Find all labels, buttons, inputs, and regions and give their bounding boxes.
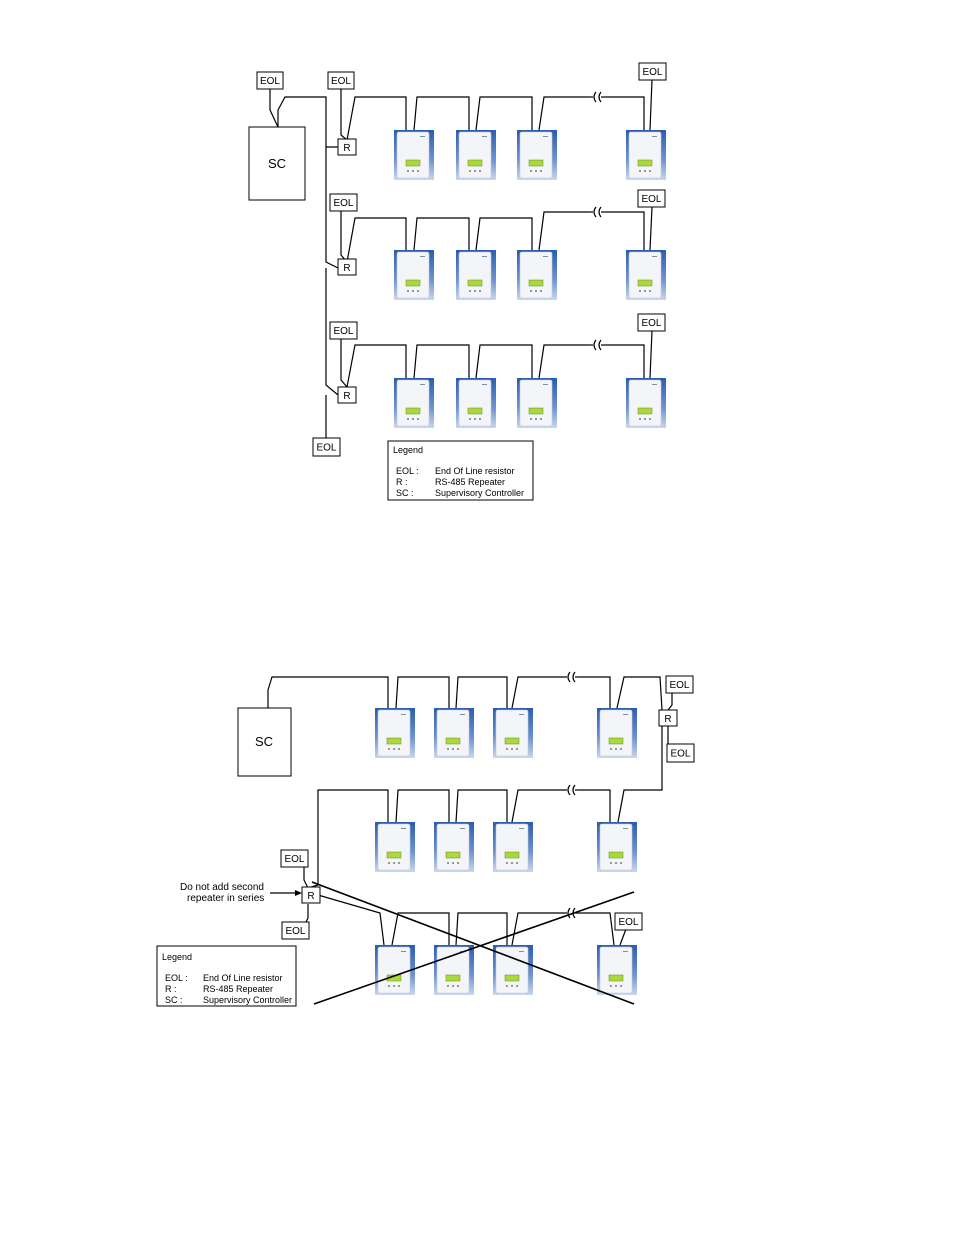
thermostat-device xyxy=(394,250,434,300)
thermostat-device xyxy=(493,822,533,872)
eol-label: EOL xyxy=(641,318,661,329)
legend2-title: Legend xyxy=(162,952,192,962)
eol-resistors: EOL EOL EOL EOL EOL EOL EOL EOL EOL EOL EOL EOL EOL xyxy=(257,63,694,939)
rs485-repeater: R xyxy=(659,710,677,726)
thermostat-device xyxy=(375,708,415,758)
thermostat-device xyxy=(434,945,474,995)
eol-resistor: EOL xyxy=(615,913,642,930)
thermostat-device xyxy=(517,130,557,180)
legend2-key-r: R : xyxy=(165,984,177,994)
eol-label: EOL xyxy=(285,926,305,937)
thermostat-device xyxy=(456,130,496,180)
warning-text-line2: repeater in series xyxy=(187,893,264,904)
legend-key-sc: SC : xyxy=(396,488,414,498)
thermostat-device xyxy=(626,250,666,300)
warning-text-line1: Do not add second xyxy=(180,882,264,893)
thermostat-device xyxy=(434,822,474,872)
eol-label: EOL xyxy=(333,198,353,209)
thermostat-device xyxy=(493,708,533,758)
thermostat-device xyxy=(517,378,557,428)
thermostat-device xyxy=(375,822,415,872)
eol-label: EOL xyxy=(316,443,336,454)
eol-label: EOL xyxy=(670,749,690,760)
repeater-label: R xyxy=(343,263,350,274)
thermostat-device xyxy=(456,250,496,300)
eol-label: EOL xyxy=(331,76,351,87)
eol-resistor: EOL xyxy=(328,72,354,89)
eol-label: EOL xyxy=(284,854,304,865)
eol-label: EOL xyxy=(260,76,280,87)
cable-break-symbol xyxy=(564,671,580,683)
legend-box: Legend EOL : End Of Line resistor R : RS… xyxy=(388,441,533,500)
legend-value-eol: End Of Line resistor xyxy=(435,466,515,476)
eol-resistor: EOL xyxy=(666,676,693,693)
eol-label: EOL xyxy=(641,194,661,205)
diagram-correct-topology: SC xyxy=(249,80,652,444)
thermostat-device xyxy=(626,130,666,180)
rs485-repeater: R xyxy=(338,259,356,275)
eol-resistor: EOL xyxy=(281,850,308,867)
eol-resistor: EOL xyxy=(638,314,665,331)
eol-label: EOL xyxy=(333,326,353,337)
legend-box-2: Legend EOL : End Of Line resistor R : RS… xyxy=(157,946,296,1006)
repeater-label: R xyxy=(307,891,314,902)
repeater-label: R xyxy=(664,714,671,725)
legend2-value-eol: End Of Line resistor xyxy=(203,973,283,983)
legend2-key-eol: EOL : xyxy=(165,973,188,983)
eol-resistor: EOL xyxy=(638,190,665,207)
cable-break-symbol xyxy=(590,339,606,351)
eol-label: EOL xyxy=(642,67,662,78)
thermostat-device xyxy=(394,130,434,180)
thermostat-device xyxy=(517,250,557,300)
rs485-repeater: R xyxy=(302,887,320,903)
thermostat-device xyxy=(434,708,474,758)
thermostat-devices xyxy=(375,130,666,995)
supervisory-controller: SC xyxy=(249,127,305,200)
legend-value-r: RS-485 Repeater xyxy=(435,477,505,487)
repeater-label: R xyxy=(343,143,350,154)
legend-key-r: R : xyxy=(396,477,408,487)
cable-break-symbol xyxy=(590,91,606,103)
legend-value-sc: Supervisory Controller xyxy=(435,488,524,498)
eol-resistor: EOL xyxy=(639,63,666,80)
rs485-repeater: R xyxy=(338,387,356,403)
eol-resistor: EOL xyxy=(257,72,283,89)
legend2-value-sc: Supervisory Controller xyxy=(203,995,292,1005)
thermostat-device xyxy=(597,708,637,758)
eol-label: EOL xyxy=(618,917,638,928)
eol-resistor: EOL xyxy=(667,744,694,762)
eol-resistor: EOL xyxy=(330,322,357,339)
legend2-key-sc: SC : xyxy=(165,995,183,1005)
legend2-value-r: RS-485 Repeater xyxy=(203,984,273,994)
cable-break-symbols xyxy=(564,91,606,919)
sc-label-2: SC xyxy=(255,734,273,749)
eol-label: EOL xyxy=(669,680,689,691)
rs485-repeater: R xyxy=(338,139,356,155)
legend-key-eol: EOL : xyxy=(396,466,419,476)
thermostat-device xyxy=(626,378,666,428)
sc-label: SC xyxy=(268,156,286,171)
thermostat-device xyxy=(597,822,637,872)
supervisory-controller-2: SC xyxy=(238,708,291,776)
legend-title: Legend xyxy=(393,445,423,455)
repeater-label: R xyxy=(343,391,350,402)
eol-resistor: EOL xyxy=(313,438,340,456)
thermostat-device xyxy=(394,378,434,428)
cable-break-symbol xyxy=(590,206,606,218)
eol-resistor: EOL xyxy=(282,922,309,939)
thermostat-device xyxy=(456,378,496,428)
eol-resistor: EOL xyxy=(330,194,357,211)
thermostat-device xyxy=(597,945,637,995)
cable-break-symbol xyxy=(564,784,580,796)
